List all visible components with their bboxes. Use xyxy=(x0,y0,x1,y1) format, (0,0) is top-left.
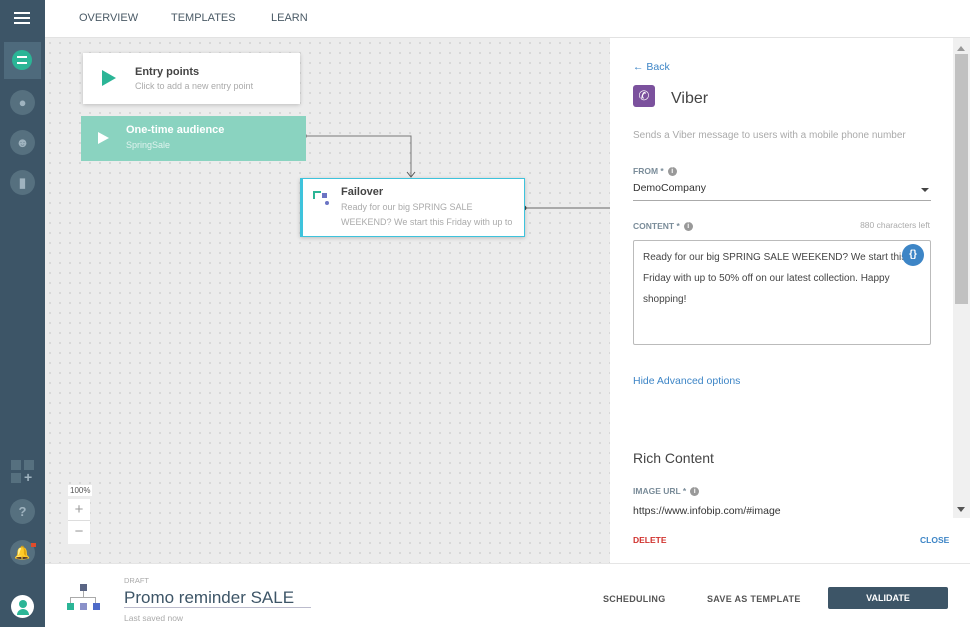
info-icon[interactable]: i xyxy=(683,222,693,232)
panel-scrollbar[interactable] xyxy=(953,38,970,518)
info-icon[interactable]: i xyxy=(690,487,700,497)
sidebar-item-flows[interactable] xyxy=(4,42,41,79)
panel-title: Viber xyxy=(671,90,709,107)
node-subtitle: Click to add a new entry point xyxy=(135,81,254,91)
zoom-level: 100% xyxy=(68,485,93,496)
viber-panel: ← Back ✆ Viber Sends a Viber message to … xyxy=(610,38,953,563)
play-icon xyxy=(102,70,116,86)
conversations-icon[interactable]: ● xyxy=(10,90,35,115)
zoom-controls: + − xyxy=(68,499,90,544)
apps-icon[interactable]: + xyxy=(11,460,34,485)
delete-button[interactable]: DELETE xyxy=(633,535,667,545)
chevron-down-icon xyxy=(921,188,929,192)
failover-icon xyxy=(313,189,329,205)
scroll-down-icon[interactable] xyxy=(957,507,965,512)
tab-learn[interactable]: LEARN xyxy=(271,12,308,24)
top-nav: OVERVIEW TEMPLATES LEARN xyxy=(45,0,970,38)
from-label-text: FROM * xyxy=(633,166,664,176)
last-saved: Last saved now xyxy=(124,613,184,623)
flow-canvas[interactable]: Entry points Click to add a new entry po… xyxy=(45,38,610,563)
people-icon[interactable]: ☻ xyxy=(10,130,35,155)
close-button[interactable]: CLOSE xyxy=(920,535,950,545)
back-link[interactable]: ← Back xyxy=(633,61,670,73)
flows-icon xyxy=(12,50,32,70)
play-icon xyxy=(98,132,109,144)
content-label: CONTENT *i xyxy=(633,221,693,232)
flow-name-input[interactable]: Promo reminder SALE xyxy=(124,588,311,608)
scroll-up-icon[interactable] xyxy=(957,46,965,51)
help-icon[interactable]: ? xyxy=(10,499,35,524)
rich-content-heading: Rich Content xyxy=(633,450,714,466)
node-subtitle: SpringSale xyxy=(126,140,171,150)
zoom-out-button[interactable]: − xyxy=(74,523,84,540)
tab-overview[interactable]: OVERVIEW xyxy=(79,12,139,24)
from-select[interactable]: DemoCompany xyxy=(633,182,931,201)
placeholder-button[interactable]: {} xyxy=(902,244,924,266)
sidebar: ● ☻ ▮ + ? 🔔 xyxy=(0,0,45,627)
failover-node[interactable]: Failover Ready for our big SPRING SALE W… xyxy=(300,178,525,237)
image-url-label-text: IMAGE URL * xyxy=(633,486,687,496)
flow-diagram-icon xyxy=(67,584,100,611)
chars-left: 880 characters left xyxy=(860,220,930,230)
save-as-template-button[interactable]: SAVE AS TEMPLATE xyxy=(707,594,801,604)
content-label-text: CONTENT * xyxy=(633,221,680,231)
audience-node[interactable]: One-time audience SpringSale xyxy=(81,116,306,161)
draft-status: DRAFT xyxy=(124,576,149,585)
from-label: FROM *i xyxy=(633,166,677,177)
tab-templates[interactable]: TEMPLATES xyxy=(171,12,236,24)
image-url-value[interactable]: https://www.infobip.com/#image xyxy=(633,505,781,517)
content-textarea[interactable]: Ready for our big SPRING SALE WEEKEND? W… xyxy=(633,240,931,345)
user-icon[interactable] xyxy=(11,595,34,618)
validate-button[interactable]: VALIDATE xyxy=(828,587,948,609)
node-title: Entry points xyxy=(135,66,200,78)
node-text-line: Ready for our big SPRING SALE xyxy=(341,202,473,212)
from-value: DemoCompany xyxy=(633,182,706,194)
info-icon[interactable]: i xyxy=(667,167,677,177)
bottom-bar: DRAFT Promo reminder SALE Last saved now… xyxy=(45,563,970,627)
entry-points-node[interactable]: Entry points Click to add a new entry po… xyxy=(83,53,300,104)
node-title: One-time audience xyxy=(126,124,225,136)
panel-description: Sends a Viber message to users with a mo… xyxy=(633,130,906,141)
image-url-label: IMAGE URL *i xyxy=(633,486,700,497)
node-text-line: WEEKEND? We start this Friday with up to xyxy=(341,217,513,227)
analytics-icon[interactable]: ▮ xyxy=(10,170,35,195)
viber-icon: ✆ xyxy=(633,85,655,107)
notifications-icon[interactable]: 🔔 xyxy=(10,540,36,565)
zoom-in-button[interactable]: + xyxy=(68,499,90,521)
scheduling-button[interactable]: SCHEDULING xyxy=(603,594,666,604)
scroll-thumb[interactable] xyxy=(955,54,968,304)
content-text: Ready for our big SPRING SALE WEEKEND? W… xyxy=(643,252,907,305)
hide-advanced-link[interactable]: Hide Advanced options xyxy=(633,375,741,387)
menu-icon[interactable] xyxy=(14,12,30,24)
node-title: Failover xyxy=(341,186,384,198)
